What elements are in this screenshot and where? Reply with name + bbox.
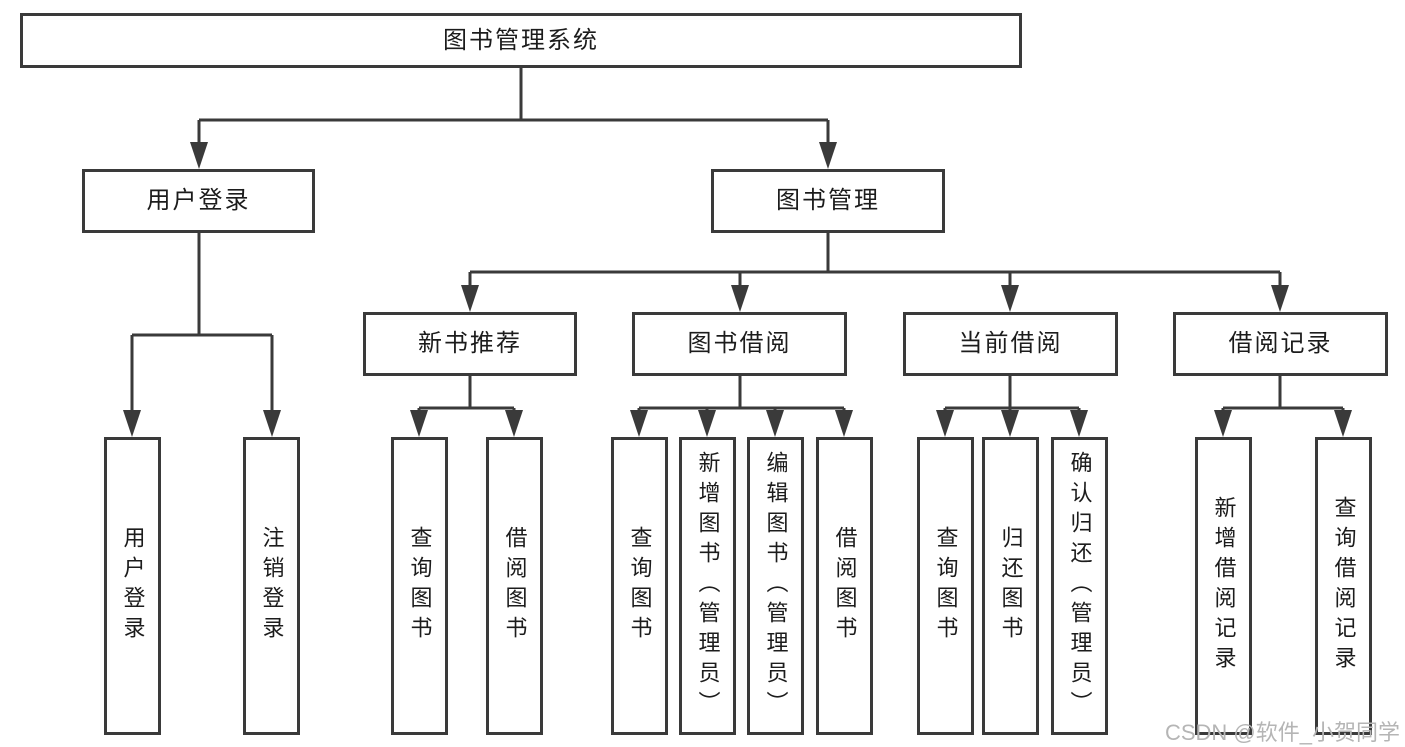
node-label: 查询图书 [627, 526, 653, 646]
leaf-return-books: 归还图书 [982, 437, 1039, 735]
node-label: 当前借阅 [958, 330, 1063, 357]
node-book-borrowing: 图书借阅 [632, 312, 847, 376]
node-book-management: 图书管理 [711, 169, 945, 233]
leaf-logout-login: 注销登录 [243, 437, 300, 735]
leaf-add-borrow-record: 新增借阅记录 [1195, 437, 1252, 735]
connector-root-to-level2 [190, 68, 837, 169]
leaf-borrow-books: 借阅图书 [816, 437, 873, 735]
leaf-borrow-books-recommend: 借阅图书 [486, 437, 543, 735]
node-label: 借阅图书 [502, 526, 528, 646]
node-label: 查询图书 [407, 526, 433, 646]
node-user-login: 用户登录 [82, 169, 315, 233]
leaf-user-login: 用户登录 [104, 437, 161, 735]
node-label: 确认归还（管理员） [1067, 451, 1093, 721]
node-label: 图书管理系统 [443, 26, 599, 54]
leaf-add-books-admin: 新增图书（管理员） [679, 437, 736, 735]
node-label: 查询图书 [933, 526, 959, 646]
node-label: 注销登录 [259, 526, 285, 646]
leaf-query-borrow-record: 查询借阅记录 [1315, 437, 1372, 735]
connector-borrow-record-children [1214, 376, 1352, 437]
csdn-watermark: CSDN @软件_小贺同学 [1164, 720, 1400, 745]
connector-new-book-children [410, 376, 523, 437]
node-borrowing-records: 借阅记录 [1173, 312, 1388, 376]
node-current-borrowing: 当前借阅 [903, 312, 1118, 376]
node-label: 新增借阅记录 [1211, 496, 1237, 676]
connector-book-management-children [461, 233, 1289, 312]
node-label: 用户登录 [146, 187, 251, 214]
node-label: 新书推荐 [418, 330, 522, 357]
leaf-query-books-current: 查询图书 [917, 437, 974, 735]
node-label: 归还图书 [998, 526, 1024, 646]
leaf-edit-books-admin: 编辑图书（管理员） [747, 437, 804, 735]
leaf-query-books-borrow: 查询图书 [611, 437, 668, 735]
node-label: 用户登录 [120, 526, 146, 646]
connector-current-borrow-children [936, 376, 1088, 437]
node-library-system: 图书管理系统 [20, 13, 1022, 68]
node-label: 查询借阅记录 [1331, 496, 1357, 676]
leaf-confirm-return-admin: 确认归还（管理员） [1051, 437, 1108, 735]
node-label: 新增图书（管理员） [695, 451, 721, 721]
node-label: 图书借阅 [687, 330, 792, 357]
node-label: 借阅图书 [832, 526, 858, 646]
node-label: 借阅记录 [1228, 330, 1333, 357]
connector-user-login-children [123, 233, 281, 437]
node-label: 图书管理 [776, 187, 880, 214]
node-label: 编辑图书（管理员） [763, 451, 789, 721]
leaf-query-books-recommend: 查询图书 [391, 437, 448, 735]
node-new-book-recommendation: 新书推荐 [363, 312, 577, 376]
connector-book-borrow-children [630, 376, 853, 437]
